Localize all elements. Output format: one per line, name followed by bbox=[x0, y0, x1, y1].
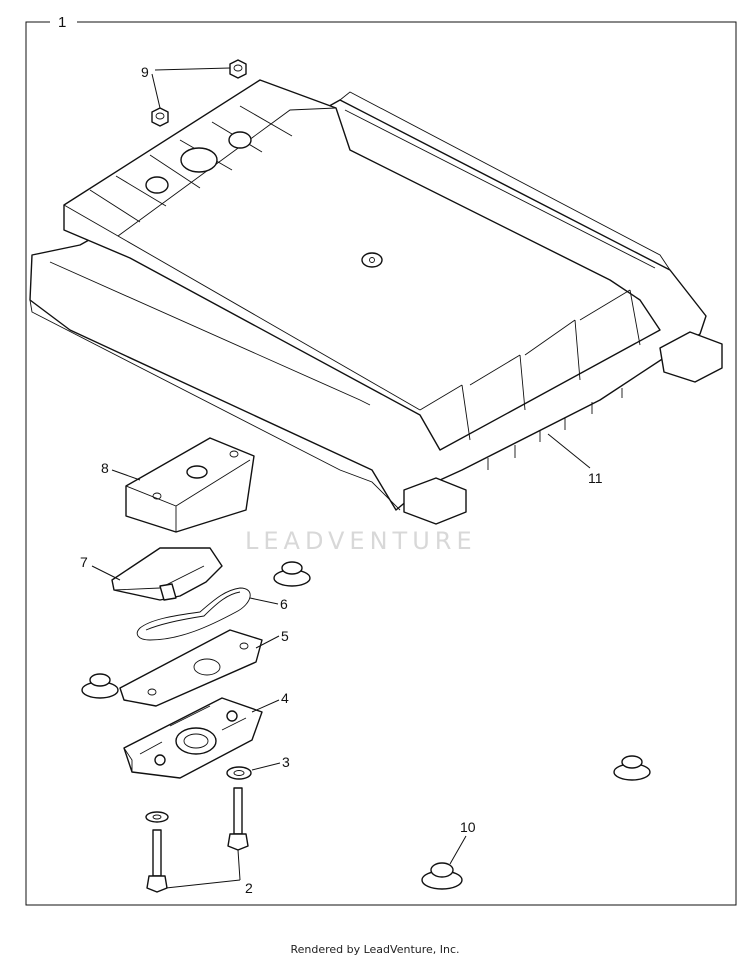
callout-5-leader bbox=[255, 635, 280, 649]
nut-part-9 bbox=[151, 59, 247, 127]
gasket-loop-part-6 bbox=[136, 587, 251, 641]
bumper-part-10 bbox=[421, 862, 463, 890]
mounting-bracket-part-4 bbox=[123, 697, 263, 779]
frame-label-1: 1 bbox=[58, 14, 66, 31]
callout-3-label: 3 bbox=[282, 754, 290, 770]
callout-8-label: 8 bbox=[101, 460, 109, 476]
footer-credit: Rendered by LeadVenture, Inc. bbox=[290, 943, 460, 956]
callout-6-leader bbox=[249, 597, 279, 605]
callout-5-label: 5 bbox=[281, 628, 289, 644]
callout-7-leader bbox=[91, 565, 121, 581]
callout-3-leader bbox=[251, 762, 281, 771]
callout-10-leader bbox=[449, 835, 467, 865]
washer-part-3 bbox=[226, 766, 252, 780]
callout-9-leader bbox=[151, 67, 231, 109]
callout-10-label: 10 bbox=[460, 819, 476, 835]
grommet-right bbox=[613, 755, 651, 781]
callout-4-label: 4 bbox=[281, 690, 289, 706]
callout-7-label: 7 bbox=[80, 554, 88, 570]
callout-4-leader bbox=[251, 699, 280, 713]
callout-6-label: 6 bbox=[280, 596, 288, 612]
latch-plate-part-7 bbox=[111, 547, 223, 601]
housing-tray-part-11 bbox=[29, 79, 723, 525]
cover-block-part-8 bbox=[125, 437, 255, 533]
assembly-frame bbox=[25, 21, 737, 906]
callout-2-label: 2 bbox=[245, 880, 253, 896]
bolt-part-2 bbox=[145, 787, 249, 893]
callout-11-label: 11 bbox=[588, 470, 603, 486]
callout-9-label: 9 bbox=[141, 64, 149, 80]
callout-8-leader bbox=[111, 469, 141, 481]
callout-2-leader bbox=[165, 849, 241, 889]
grommet-upper bbox=[273, 561, 311, 587]
leadventure-watermark: LEADVENTURE bbox=[245, 527, 477, 555]
grommet-left bbox=[81, 673, 119, 699]
callout-11-leader bbox=[547, 433, 591, 469]
gasket-plate-part-5 bbox=[119, 629, 263, 707]
